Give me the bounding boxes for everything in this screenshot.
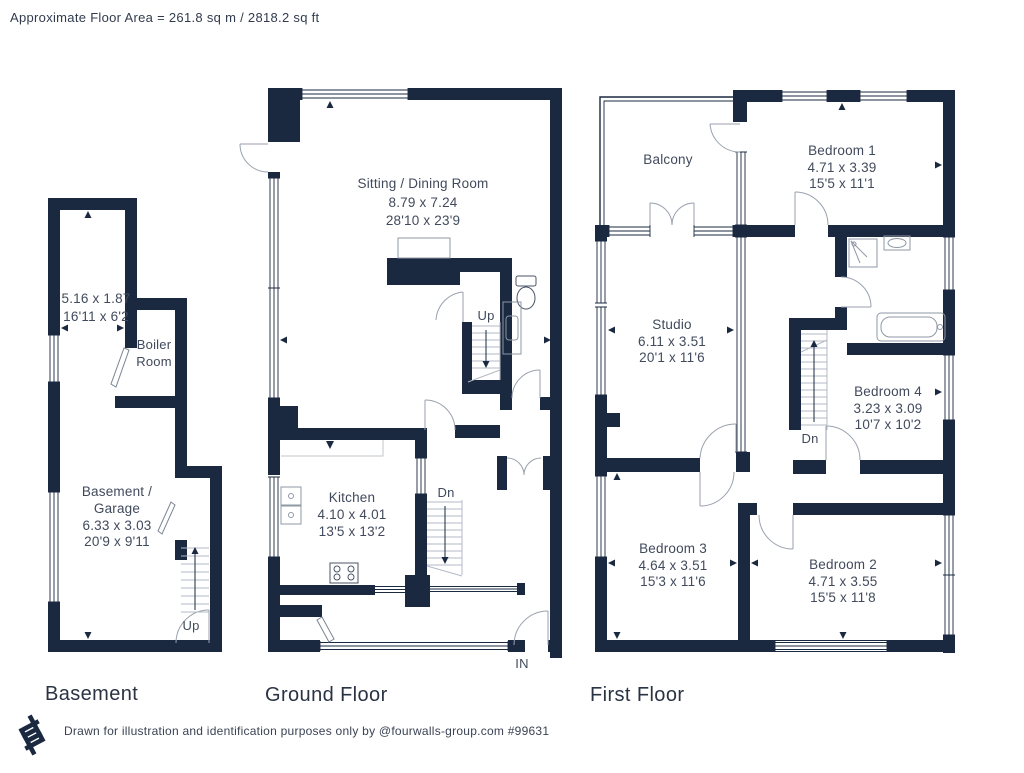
basement-plan: 5.16 x 1.87 16'11 x 6'2 Boiler Room Base… xyxy=(45,198,222,705)
ground-dn-label: Dn xyxy=(437,485,454,500)
bedroom1-name: Bedroom 1 xyxy=(808,143,876,158)
basement-dim-ticks xyxy=(61,211,124,639)
first-doors xyxy=(649,123,872,550)
bedroom3-name: Bedroom 3 xyxy=(639,541,707,556)
basement-walls xyxy=(48,198,222,652)
basement-windows xyxy=(48,334,60,603)
floor-area-title: Approximate Floor Area = 261.8 sq m / 28… xyxy=(10,10,320,25)
studio-dims-ft: 20'1 x 11'6 xyxy=(639,350,705,365)
ground-stairs-up xyxy=(467,322,501,383)
bedroom1-dims-m: 4.71 x 3.39 xyxy=(807,160,876,175)
kitchen-dims-m: 4.10 x 4.01 xyxy=(317,507,386,522)
ground-walls xyxy=(268,88,562,658)
boiler-room-line2: Room xyxy=(136,354,171,369)
bedroom4-dims-m: 3.23 x 3.09 xyxy=(853,401,922,416)
kitchen-dims-ft: 13'5 x 13'2 xyxy=(319,524,386,539)
sitting-room-dims-m: 8.79 x 7.24 xyxy=(388,195,457,210)
cellar-dims-m: 5.16 x 1.87 xyxy=(61,291,130,306)
balcony-name: Balcony xyxy=(643,152,692,167)
wc-vanity xyxy=(502,301,522,355)
basement-stairs-up xyxy=(181,547,209,613)
garage-name1: Basement / xyxy=(82,484,152,499)
ground-labels: Sitting / Dining Room 8.79 x 7.24 28'10 … xyxy=(317,176,528,671)
garage-dims-ft: 20'9 x 9'11 xyxy=(84,534,150,549)
bedroom2-name: Bedroom 2 xyxy=(809,557,877,572)
sitting-room-name: Sitting / Dining Room xyxy=(357,176,488,191)
bathroom-sink xyxy=(883,235,911,251)
ground-doors xyxy=(239,143,549,646)
bathtub xyxy=(876,312,946,342)
ground-floor-plan: Sitting / Dining Room 8.79 x 7.24 28'10 … xyxy=(239,88,562,706)
entrance-in-label: IN xyxy=(515,656,528,671)
first-walls xyxy=(595,90,955,653)
kitchen-counter xyxy=(281,440,384,457)
cellar-dims-ft: 16'11 x 6'2 xyxy=(63,309,129,324)
boiler-room-line1: Boiler xyxy=(137,337,172,352)
bedroom4-dims-ft: 10'7 x 10'2 xyxy=(855,417,922,432)
first-windows xyxy=(595,90,955,651)
toilet xyxy=(515,275,537,310)
first-floor-plan: Balcony Bedroom 1 4.71 x 3.39 15'5 x 11'… xyxy=(590,90,955,706)
bedroom1-dims-ft: 15'5 x 11'1 xyxy=(809,176,875,191)
ground-fixtures xyxy=(280,237,537,584)
basement-doors xyxy=(110,347,210,644)
studio-name: Studio xyxy=(652,317,691,332)
first-dim-ticks xyxy=(608,103,942,639)
disclaimer-text: Drawn for illustration and identificatio… xyxy=(64,724,550,738)
ground-stairs-down xyxy=(426,500,463,577)
ground-dim-ticks xyxy=(280,101,551,449)
first-labels: Balcony Bedroom 1 4.71 x 3.39 15'5 x 11'… xyxy=(638,143,922,605)
sitting-room-dims-ft: 28'10 x 23'9 xyxy=(386,213,460,228)
studio-dims-m: 6.11 x 3.51 xyxy=(638,334,706,349)
bedroom3-dims-m: 4.64 x 3.51 xyxy=(638,558,707,573)
shower xyxy=(848,238,878,268)
kitchen-hob xyxy=(329,562,359,584)
ground-windows xyxy=(268,88,517,651)
bedroom3-dims-ft: 15'3 x 11'6 xyxy=(640,574,706,589)
first-floor-label: First Floor xyxy=(590,684,684,706)
fireplace xyxy=(397,237,451,259)
bedroom4-name: Bedroom 4 xyxy=(854,384,922,399)
balcony-railing xyxy=(599,96,733,225)
kitchen-name: Kitchen xyxy=(329,490,375,505)
garage-name2: Garage xyxy=(94,501,140,516)
basement-labels: 5.16 x 1.87 16'11 x 6'2 Boiler Room Base… xyxy=(61,291,199,633)
kitchen-sink xyxy=(280,486,302,525)
basement-floor-label: Basement xyxy=(45,683,138,705)
bedroom2-dims-m: 4.71 x 3.55 xyxy=(808,574,877,589)
ground-up-label: Up xyxy=(477,308,494,323)
basement-up-label: Up xyxy=(182,618,199,633)
bedroom2-dims-ft: 15'5 x 11'8 xyxy=(810,590,876,605)
first-fixtures xyxy=(848,235,946,342)
first-dn-label: Dn xyxy=(801,431,818,446)
ground-floor-label: Ground Floor xyxy=(265,684,388,706)
fourwalls-logo-icon xyxy=(18,714,46,756)
garage-dims-m: 6.33 x 3.03 xyxy=(82,518,151,533)
first-stairs-down xyxy=(800,330,828,430)
